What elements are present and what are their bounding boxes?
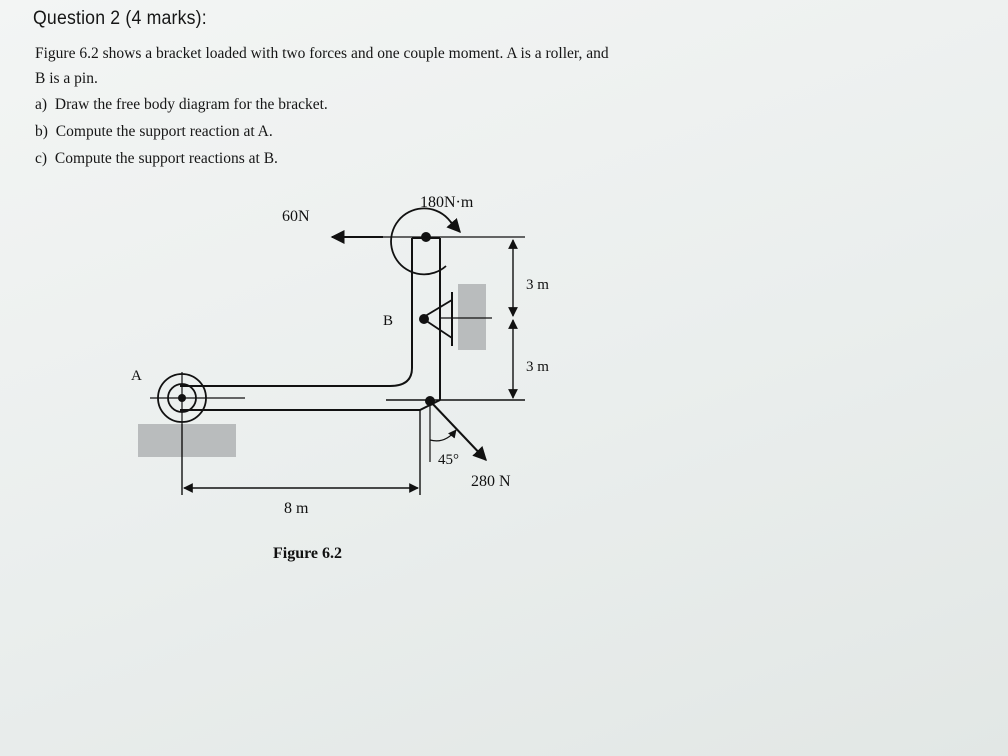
- figure-caption: Figure 6.2: [273, 545, 342, 562]
- question-intro-line-1: Figure 6.2 shows a bracket loaded with t…: [35, 45, 609, 62]
- moment-label: 180N·m: [420, 194, 474, 211]
- point-a-label: A: [131, 368, 142, 384]
- question-item-a: a) Draw the free body diagram for the br…: [35, 96, 328, 114]
- pin-support-block: [458, 284, 486, 350]
- item-marker: a): [35, 96, 48, 113]
- force-left-label: 60N: [282, 208, 310, 225]
- dim-upper-label: 3 m: [526, 277, 549, 293]
- angle-label: 45°: [438, 452, 459, 468]
- dim-horizontal-label: 8 m: [284, 500, 309, 517]
- couple-moment-symbol: [390, 207, 461, 276]
- roller-a-symbol: [150, 372, 245, 424]
- question-item-b: b) Compute the support reaction at A.: [35, 123, 273, 141]
- vertical-dimension: [386, 239, 525, 401]
- item-marker: b): [35, 123, 48, 140]
- pin-b-symbol: [419, 292, 492, 346]
- question-intro-line-2: B is a pin.: [35, 70, 98, 87]
- item-text: Compute the support reactions at B.: [54, 150, 278, 167]
- item-text: Draw the free body diagram for the brack…: [54, 96, 328, 113]
- question-item-c: c) Compute the support reactions at B.: [35, 150, 278, 168]
- bracket-body: [180, 237, 441, 411]
- force-280n-arrow: [425, 396, 487, 462]
- horizontal-dimension: [181, 410, 421, 495]
- roller-support-base: [138, 424, 236, 457]
- point-b-label: B: [383, 313, 393, 329]
- force-bottom-label: 280 N: [471, 473, 511, 490]
- item-text: Compute the support reaction at A.: [55, 123, 273, 140]
- dim-lower-label: 3 m: [526, 359, 549, 375]
- question-title: Question 2 (4 marks):: [33, 8, 207, 29]
- item-marker: c): [35, 150, 48, 167]
